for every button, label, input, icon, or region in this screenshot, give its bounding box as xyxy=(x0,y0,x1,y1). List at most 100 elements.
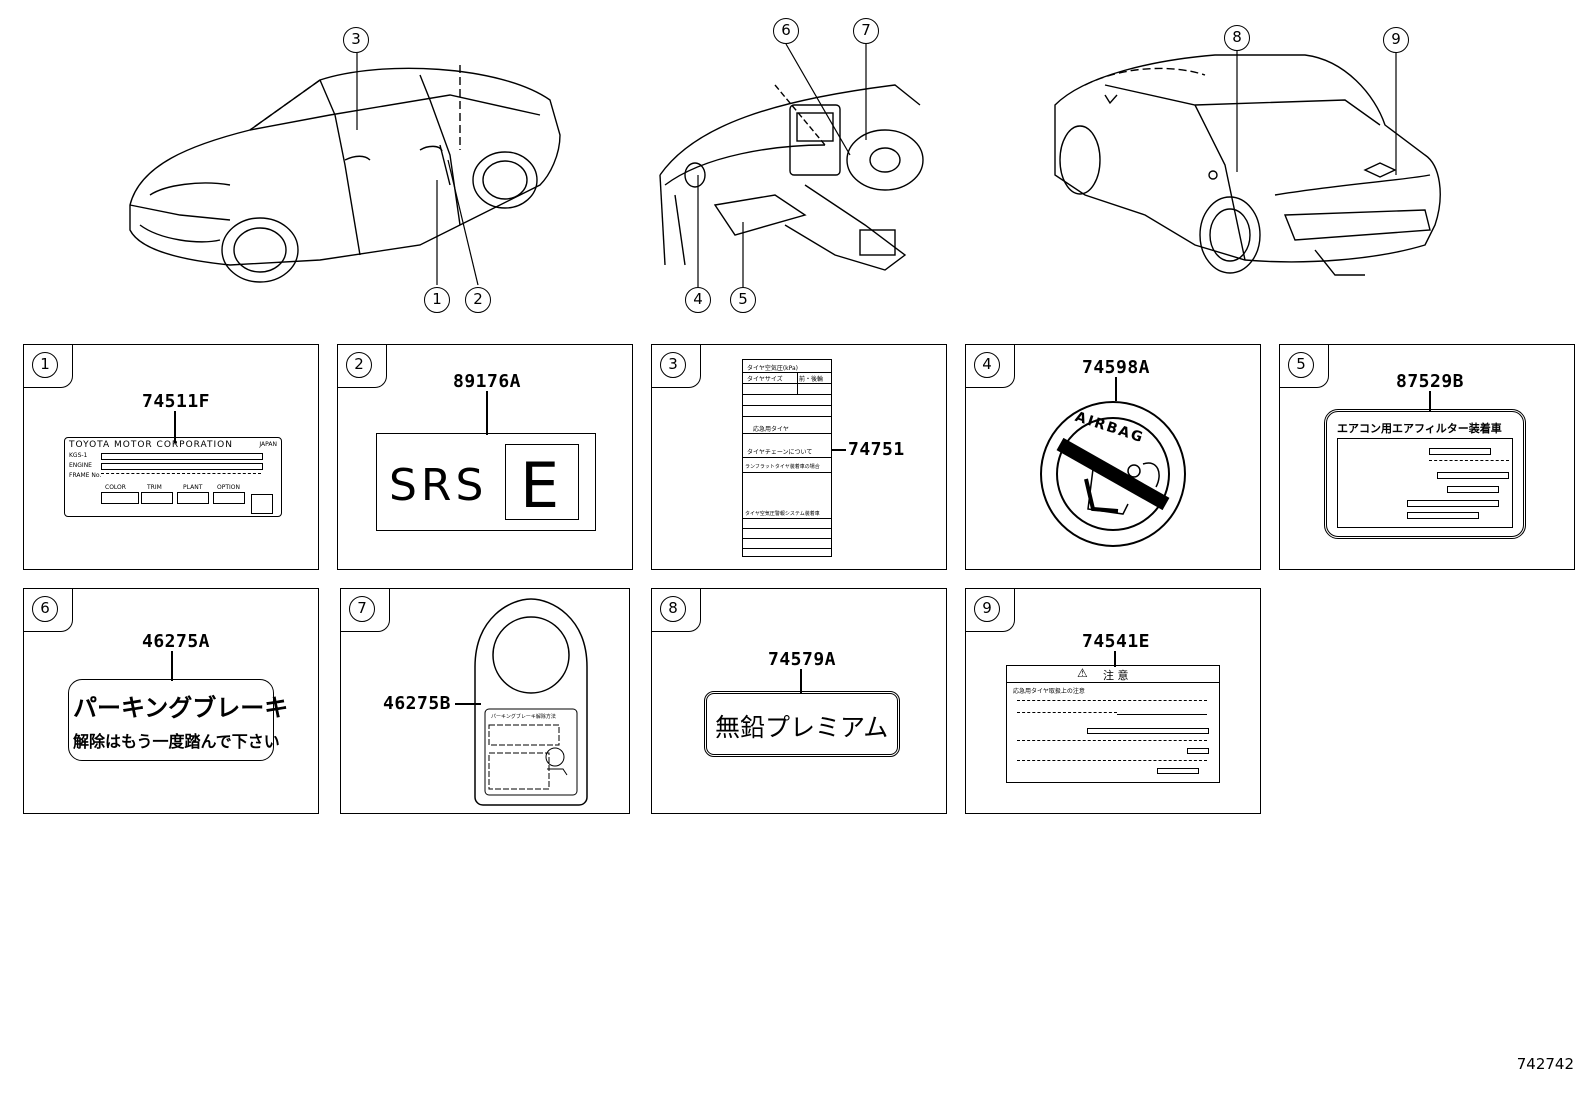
text-line xyxy=(1429,460,1509,461)
parking-brake-label: パーキングブレーキ 解除はもう一度踏んで下さい xyxy=(68,679,288,761)
text-line xyxy=(1017,700,1207,701)
row-line xyxy=(743,472,831,473)
tire-row: ランフラットタイヤ装着車の場合 xyxy=(745,464,820,470)
plate-country: JAPAN xyxy=(259,441,277,448)
part-number: 74541E xyxy=(1082,631,1151,652)
part-number: 46275B xyxy=(383,693,452,714)
panel-tab: 3 xyxy=(651,344,701,388)
text-line xyxy=(1407,512,1479,519)
ac-filter-label: エアコン用エアフィルター装着車 xyxy=(1324,409,1526,539)
plate-field: FRAME No. xyxy=(69,472,102,479)
col-line xyxy=(797,372,798,394)
callout-6: 6 xyxy=(773,18,799,44)
leader-line xyxy=(832,449,846,451)
tire-pressure-label: タイヤ空気圧(kPa) タイヤサイズ 前・後輪 応急用タイヤ タイヤチェーンにつ… xyxy=(742,359,832,557)
panel-tab: 5 xyxy=(1279,344,1329,388)
row-line xyxy=(743,548,831,549)
panel-number: 7 xyxy=(349,596,375,622)
panel-9-spare-tire-caution-label: 9 74541E ⚠ 注 意 応急用タイヤ取扱上の注意 xyxy=(965,588,1261,814)
row-line xyxy=(743,538,831,539)
panel-number: 2 xyxy=(346,352,372,378)
front-car-illustration xyxy=(129,65,561,283)
panel-6-parking-brake-label: 6 46275A パーキングブレーキ 解除はもう一度踏んで下さい xyxy=(23,588,319,814)
tire-row: タイヤチェーンについて xyxy=(747,449,813,456)
part-number: 74579A xyxy=(768,649,837,670)
diagram-code: 742742 xyxy=(1516,1055,1574,1073)
text-line xyxy=(1087,728,1209,734)
plate-bottom-field: OPTION xyxy=(217,484,240,491)
panel-number: 6 xyxy=(32,596,58,622)
plate-box xyxy=(177,492,209,504)
part-number: 46275A xyxy=(142,631,211,652)
plate-bar xyxy=(101,463,263,470)
row-line xyxy=(743,383,831,384)
callout-2: 2 xyxy=(465,287,491,313)
text-line xyxy=(1017,760,1207,761)
panel-tab: 1 xyxy=(23,344,73,388)
callout-8: 8 xyxy=(1224,25,1250,51)
leader-line xyxy=(1429,391,1431,411)
panel-2-srs-label: 2 89176A SRS E xyxy=(337,344,633,570)
text-line xyxy=(1017,712,1117,713)
tag-caption: パーキングブレーキ解除方法 xyxy=(491,714,556,720)
part-number: 74751 xyxy=(848,439,905,460)
leader-line xyxy=(1115,377,1117,401)
panel-1-vehicle-id-plate: 1 74511F TOYOTA MOTOR CORPORATION JAPAN … xyxy=(23,344,319,570)
panel-5-ac-filter-label: 5 87529B エアコン用エアフィルター装着車 xyxy=(1279,344,1575,570)
parking-brake-line1: パーキングブレーキ xyxy=(73,694,289,722)
panel-7-parking-brake-tag: 7 46275B パーキングブレーキ解除方法 xyxy=(340,588,630,814)
plate-box xyxy=(101,492,139,504)
panel-number: 8 xyxy=(660,596,686,622)
tire-col: タイヤサイズ xyxy=(747,376,783,383)
plate-field: KGS-1 xyxy=(69,452,88,459)
plate-box xyxy=(251,494,273,514)
plate-maker: TOYOTA MOTOR CORPORATION xyxy=(69,440,233,450)
row-line xyxy=(743,518,831,519)
srs-letter-box: E xyxy=(505,444,579,522)
tire-row: 応急用タイヤ xyxy=(753,426,789,433)
panel-tab: 6 xyxy=(23,588,73,632)
text-line xyxy=(1437,472,1509,479)
premium-unleaded-text: 無鉛プレミアム xyxy=(715,713,889,742)
panel-tab: 2 xyxy=(337,344,387,388)
tire-col: 前・後輪 xyxy=(799,376,824,383)
callout-9: 9 xyxy=(1383,27,1409,53)
leader-line xyxy=(171,651,173,681)
plate-bar xyxy=(101,453,263,460)
text-line xyxy=(1429,448,1491,455)
callout-7: 7 xyxy=(853,18,879,44)
tire-row: タイヤ空気圧警報システム装着車 xyxy=(745,511,820,517)
text-line xyxy=(1447,486,1499,493)
srs-letter: E xyxy=(520,449,560,522)
part-number: 74511F xyxy=(142,391,211,412)
caution-title: 注 意 xyxy=(1103,669,1129,682)
panel-4-airbag-label: 4 74598A AIRBAG xyxy=(965,344,1261,570)
leader-line xyxy=(455,703,481,705)
plate-bottom-field: COLOR xyxy=(105,484,126,491)
leader-line xyxy=(174,411,176,443)
panel-number: 5 xyxy=(1288,352,1314,378)
leader-line xyxy=(486,391,488,435)
text-line xyxy=(1117,714,1207,715)
airbag-warning-icon xyxy=(1040,401,1186,547)
panel-tab: 7 xyxy=(340,588,390,632)
parking-brake-line2: 解除はもう一度踏んで下さい xyxy=(73,732,280,751)
panel-number: 3 xyxy=(660,352,686,378)
part-number: 74598A xyxy=(1082,357,1151,378)
hang-tag-outline xyxy=(474,598,588,806)
srs-text: SRS xyxy=(389,460,488,511)
leader-line xyxy=(800,669,802,693)
srs-label: SRS E xyxy=(376,433,596,531)
part-number: 87529B xyxy=(1396,371,1465,392)
rear-car-illustration xyxy=(1054,54,1441,276)
plate-box xyxy=(141,492,173,504)
plate-box xyxy=(213,492,245,504)
caution-label: ⚠ 注 意 応急用タイヤ取扱上の注意 xyxy=(1006,665,1220,783)
panel-8-premium-unleaded-label: 8 74579A 無鉛プレミアム xyxy=(651,588,947,814)
callout-leader-lines xyxy=(356,43,1397,287)
panel-tab: 8 xyxy=(651,588,701,632)
plate-bar xyxy=(101,473,261,477)
callout-4: 4 xyxy=(685,287,711,313)
part-number: 89176A xyxy=(453,371,522,392)
callout-1: 1 xyxy=(424,287,450,313)
